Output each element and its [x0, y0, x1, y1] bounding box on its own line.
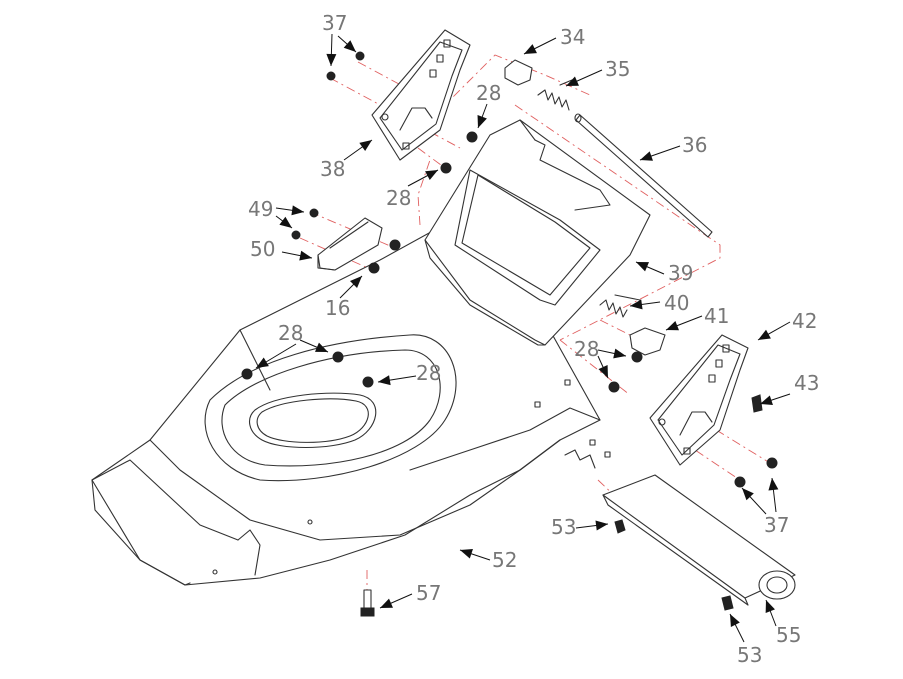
callout-38: 38 [320, 157, 345, 181]
callout-36: 36 [682, 133, 707, 157]
callout-39: 39 [668, 261, 693, 285]
leader-arrowhead [378, 375, 391, 386]
callout-28a: 28 [476, 81, 501, 105]
leader-arrowhead [291, 205, 304, 216]
leader-arrowhead [256, 357, 269, 368]
callout-labels: 37 34 35 28 36 38 28 49 50 39 16 40 41 4… [248, 11, 819, 667]
callout-35: 35 [605, 57, 630, 81]
leader-arrowhead [598, 365, 608, 378]
leader-arrowhead [349, 276, 362, 289]
leader-arrowhead [477, 115, 487, 128]
callout-49: 49 [248, 197, 273, 221]
rod [574, 113, 713, 238]
leader-arrowhead [666, 320, 679, 331]
leader-arrowhead [524, 44, 537, 54]
leader-arrowhead [758, 329, 771, 340]
rear-roller [602, 474, 796, 606]
leader-arrowhead [326, 53, 337, 66]
callout-leaders [255, 33, 791, 643]
leader-arrowhead [742, 488, 754, 501]
leader-arrowhead [425, 170, 438, 181]
callout-41: 41 [704, 304, 729, 328]
leader-arrowhead [630, 299, 643, 310]
height-adjuster [317, 217, 383, 271]
callout-28c: 28 [278, 321, 303, 345]
callout-40: 40 [664, 291, 689, 315]
clip-34 [504, 59, 533, 86]
leader-arrowhead [595, 520, 608, 531]
callout-57: 57 [416, 581, 441, 605]
callout-52: 52 [492, 548, 517, 572]
leader-arrowhead [566, 76, 579, 86]
leader-arrowhead [730, 614, 740, 627]
callout-28d: 28 [574, 337, 599, 361]
spring-40 [599, 294, 641, 318]
leader-arrowhead [315, 342, 328, 352]
leader-arrowhead [359, 140, 372, 152]
callout-37b: 37 [764, 513, 789, 537]
leader-arrowhead [279, 216, 292, 228]
callout-53b: 53 [737, 643, 762, 667]
callout-50: 50 [250, 237, 275, 261]
callout-42: 42 [792, 309, 817, 333]
leader-arrowhead [768, 478, 779, 491]
bracket-right [649, 334, 749, 466]
callout-16: 16 [325, 296, 350, 320]
bracket-left [371, 29, 471, 161]
leader-arrowhead [460, 549, 473, 559]
clip-41 [629, 327, 666, 356]
callout-28e: 28 [416, 361, 441, 385]
callout-55: 55 [776, 623, 801, 647]
leader-arrowhead [760, 395, 773, 405]
callout-43: 43 [794, 371, 819, 395]
spring-35 [537, 79, 573, 111]
fasteners [241, 51, 778, 617]
leader-arrowhead [343, 40, 356, 52]
rear-flap [424, 119, 651, 346]
leader-arrowhead [636, 262, 649, 272]
callout-28b: 28 [386, 186, 411, 210]
callout-37a: 37 [322, 11, 347, 35]
leader-arrowhead [613, 348, 626, 359]
leader-arrowhead [380, 598, 393, 608]
leader-arrowhead [640, 151, 653, 161]
leader-arrowhead [299, 250, 312, 261]
leader-arrowhead [765, 600, 775, 613]
callout-53a: 53 [551, 515, 576, 539]
callout-34: 34 [560, 25, 585, 49]
